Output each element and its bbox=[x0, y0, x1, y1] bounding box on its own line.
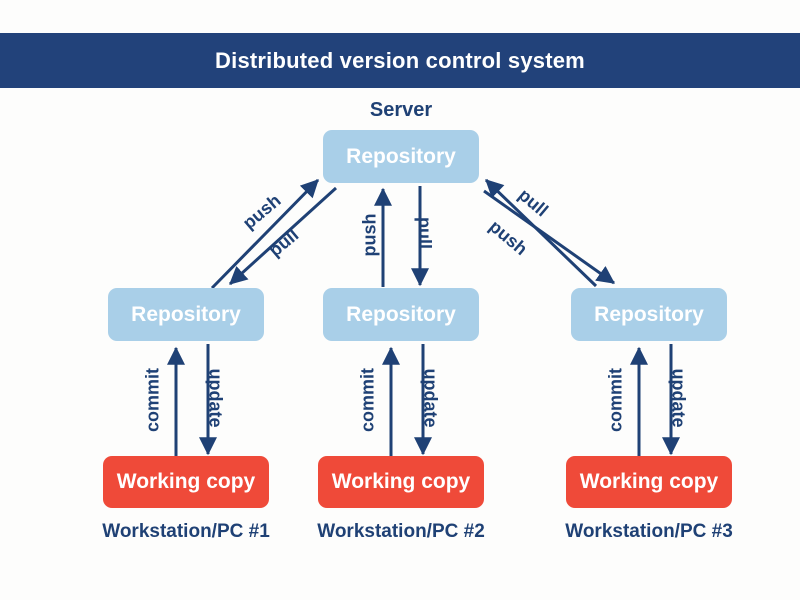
edge-label-update-2: update bbox=[420, 368, 441, 428]
edge-label-commit-3: commit bbox=[605, 367, 626, 433]
edge-label-update-1: update bbox=[205, 368, 226, 428]
repository-label-2: Repository bbox=[346, 302, 456, 326]
repository-node-1[interactable]: Repository bbox=[108, 288, 264, 341]
edge-label-pull-2: pull bbox=[414, 217, 435, 249]
edge-label-commit-2: commit bbox=[357, 367, 378, 433]
working-copy-label-2: Working copy bbox=[331, 470, 471, 493]
edge-label-push-1: push bbox=[238, 190, 285, 234]
diagram-title-bar: Distributed version control system bbox=[0, 33, 800, 88]
working-copy-node-1[interactable]: Working copy bbox=[103, 456, 269, 508]
edge-label-commit-1: commit bbox=[142, 367, 163, 433]
workstation-label-1: Workstation/PC #1 bbox=[102, 521, 270, 542]
edge-label-push-3: push bbox=[485, 216, 532, 260]
edge-label-pull-3: pull bbox=[514, 184, 553, 221]
repository-node-2[interactable]: Repository bbox=[323, 288, 479, 341]
server-repository-node[interactable]: Repository bbox=[323, 130, 479, 183]
edge-label-update-3: update bbox=[668, 368, 689, 428]
working-copy-label-3: Working copy bbox=[579, 470, 719, 493]
edge-label-pull-1: pull bbox=[264, 224, 303, 261]
working-copy-node-3[interactable]: Working copy bbox=[566, 456, 732, 508]
edge-label-push-2: push bbox=[359, 213, 380, 257]
server-repository-label: Repository bbox=[346, 144, 456, 168]
server-label: Server bbox=[369, 99, 433, 121]
working-copy-node-2[interactable]: Working copy bbox=[318, 456, 484, 508]
working-copy-label-1: Working copy bbox=[116, 470, 256, 493]
workstation-label-2: Workstation/PC #2 bbox=[317, 521, 485, 542]
repository-node-3[interactable]: Repository bbox=[571, 288, 727, 341]
page-title: Distributed version control system bbox=[215, 47, 585, 73]
repository-label-3: Repository bbox=[594, 302, 704, 326]
workstation-label-3: Workstation/PC #3 bbox=[565, 521, 733, 542]
repository-label-1: Repository bbox=[131, 302, 241, 326]
